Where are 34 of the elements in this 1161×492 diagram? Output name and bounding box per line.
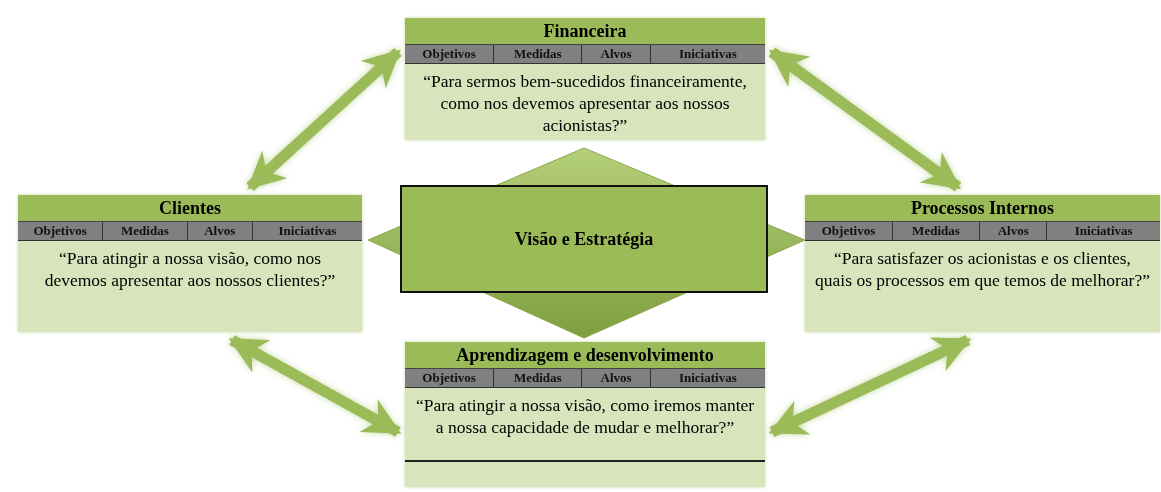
perspective-card [18, 195, 362, 332]
double-arrow [768, 47, 962, 192]
column-header: Medidas [891, 222, 979, 241]
double-arrow [228, 335, 402, 437]
column-header: Iniciativas [1046, 222, 1160, 241]
vision-box [400, 185, 768, 293]
perspective-card [405, 342, 765, 487]
perspective-card [405, 18, 765, 140]
question-text: “Para atingir a nossa visão, como nos devemos apresentar aos nossos clientes?” [43, 247, 337, 291]
column-header: Alvos [581, 45, 650, 64]
card-heading: Aprendizagem e desenvolvimento [405, 342, 765, 369]
title-text: Visão e Estratégia [514, 228, 654, 250]
card-heading: Processos Internos [805, 195, 1160, 222]
column-header: Iniciativas [649, 369, 765, 388]
column-header: Iniciativas [649, 45, 765, 64]
column-header: Iniciativas [251, 222, 362, 241]
card-heading: Financeira [405, 18, 765, 45]
perspective-card [805, 195, 1160, 332]
column-header: Alvos [186, 222, 252, 241]
column-header: Medidas [493, 369, 582, 388]
question-text: “Para atingir a nossa visão, como iremos manter a nossa capacidade de mudar e melhorar?” [415, 394, 755, 438]
question-text: “Para sermos bem-sucedidos financeiramente, como nos devemos apresentar aos nossos acionistas?” [422, 70, 748, 136]
column-header: Medidas [102, 222, 187, 241]
column-header: Objetivos [405, 369, 494, 388]
column-header: Alvos [978, 222, 1047, 241]
column-header: Objetivos [405, 45, 494, 64]
double-arrow [246, 47, 402, 192]
double-arrow [768, 335, 972, 437]
column-header: Objetivos [18, 222, 103, 241]
column-header: Objetivos [805, 222, 892, 241]
question-text: “Para satisfazer os acionistas e os clientes, quais os processos em que temos de melhorar?” [815, 247, 1150, 291]
card-heading: Clientes [18, 195, 362, 222]
column-header: Medidas [493, 45, 582, 64]
column-header: Alvos [581, 369, 650, 388]
